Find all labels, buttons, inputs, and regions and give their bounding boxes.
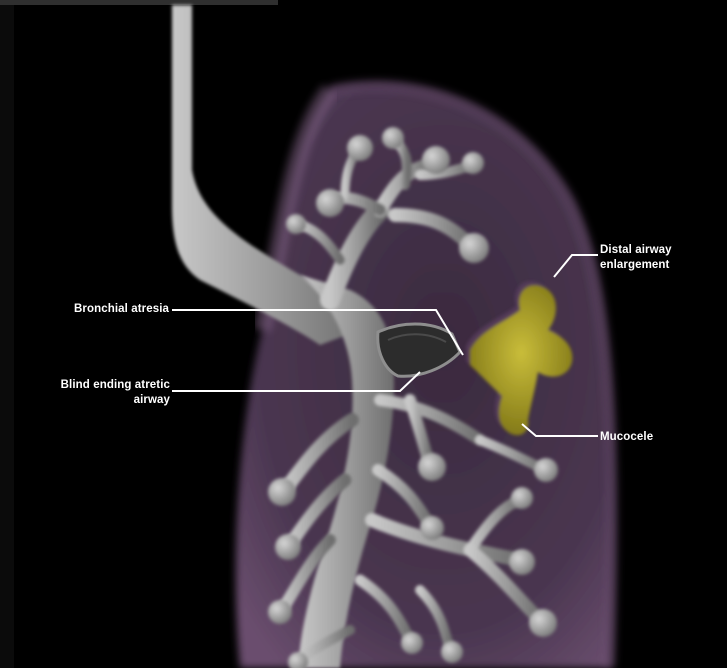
label-blind-ending-airway: Blind ending atretic airway: [61, 378, 170, 408]
label-blind-line2: airway: [61, 393, 170, 408]
label-blind-line1: Blind ending atretic: [61, 378, 170, 393]
label-distal-line1: Distal airway: [600, 243, 672, 258]
label-bronchial-atresia: Bronchial atresia: [74, 302, 169, 317]
label-distal-line2: enlargement: [600, 258, 672, 273]
label-distal-airway-enlargement: Distal airway enlargement: [600, 243, 672, 273]
label-mucocele: Mucocele: [600, 430, 653, 445]
